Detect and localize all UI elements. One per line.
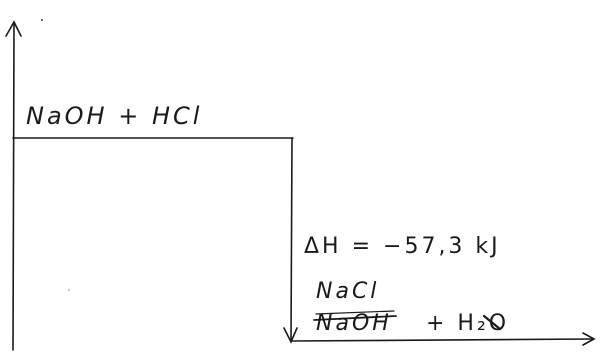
h-overwrite-mark — [482, 314, 502, 331]
strikethrough-mark — [313, 315, 397, 321]
strikethrough-mark-2 — [315, 310, 395, 315]
stray-dot-2 — [68, 289, 70, 291]
products-label-rest: + H₂O — [426, 311, 509, 336]
enthalpy-label: ΔH = −57,3 kJ — [304, 234, 501, 259]
products-label-struck: NaOH — [316, 311, 392, 336]
enthalpy-arrow — [283, 137, 298, 344]
y-axis — [5, 20, 22, 351]
reactants-label: NaOH + HCl — [26, 102, 202, 130]
x-axis — [291, 332, 596, 346]
stray-dot — [41, 19, 43, 21]
products-label-top: NaCl — [316, 279, 379, 304]
